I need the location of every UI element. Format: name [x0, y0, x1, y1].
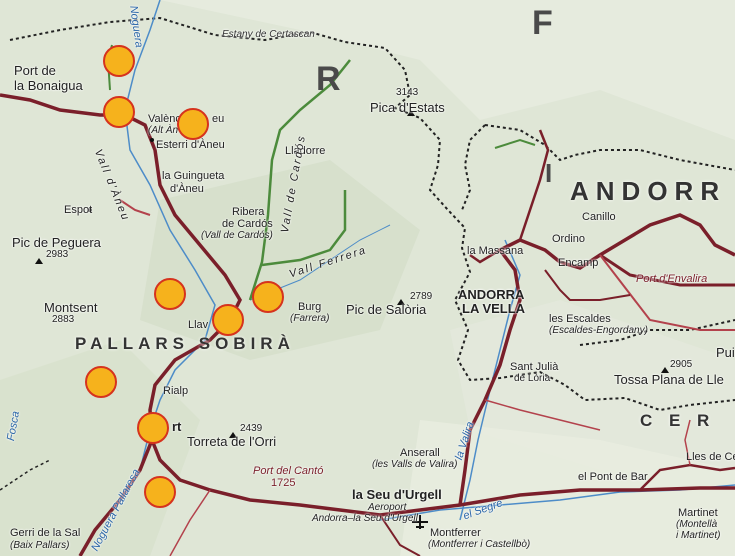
- label-montsent: Montsent: [44, 300, 98, 315]
- map-marker[interactable]: [144, 476, 176, 508]
- region-label-cerdanya: C E R: [640, 411, 716, 430]
- label-pic-peguera: Pic de Peguera: [12, 235, 101, 250]
- label-escaldes-sub: (Escaldes-Engordany): [549, 325, 648, 336]
- label-canillo: Canillo: [582, 211, 616, 223]
- label-pic-saloria: Pic de Salòria: [346, 302, 427, 317]
- label-esterri: Esterri d'Àneu: [156, 139, 225, 151]
- region-label-pallars: PALLARS SOBIRÀ: [75, 334, 295, 353]
- label-ribera-1: Ribera: [232, 206, 265, 218]
- label-valencia-aneu-tail: eu: [212, 113, 225, 125]
- label-martinet: Martinet: [678, 507, 718, 519]
- label-martinet-sub-2: i Martinet): [676, 530, 721, 541]
- national-border: [9, 16, 735, 412]
- label-montsent-alt: 2883: [52, 314, 75, 325]
- label-alt-aneu: (Alt Àn: [148, 125, 179, 136]
- country-label-f: F: [532, 4, 555, 42]
- label-la-massana: la Massana: [467, 245, 524, 257]
- label-sort: rt: [172, 419, 182, 434]
- label-tossa: Tossa Plana de Lle: [614, 372, 724, 387]
- label-port-canto: Port del Cantó: [253, 465, 324, 477]
- label-seu-urgell: la Seu d'Urgell: [352, 487, 442, 502]
- country-label-r: R: [316, 60, 343, 98]
- label-rialp: Rialp: [163, 385, 189, 397]
- label-torreta-alt: 2439: [240, 423, 263, 434]
- road-seu-andorra: [458, 213, 735, 506]
- label-montferrer: Montferrer: [430, 527, 481, 539]
- map-marker[interactable]: [212, 304, 244, 336]
- label-lles: Lles de Ce: [686, 451, 735, 463]
- country-label-i: I: [545, 158, 555, 188]
- map-marker[interactable]: [137, 412, 169, 444]
- label-pica-estats: Pica d'Estats: [370, 100, 445, 115]
- label-torreta: Torreta de l'Orri: [187, 434, 277, 449]
- map-marker[interactable]: [103, 45, 135, 77]
- label-andorra-vella-1: ANDORRA: [458, 287, 525, 302]
- label-guingueta-1: la Guingueta: [162, 170, 225, 182]
- label-sant-julia-2: de Lòria: [514, 373, 551, 384]
- map-marker[interactable]: [85, 366, 117, 398]
- green-route-cardos: [248, 59, 351, 301]
- label-ribera-2: de Cardós: [222, 218, 273, 230]
- road-secondary-peguera: [119, 199, 151, 216]
- label-ribera-sub: (Vall de Cardós): [201, 230, 273, 241]
- label-aeroport-2: Andorra–la Seu d'Urgell: [312, 513, 418, 524]
- label-montferrer-sub: (Montferrer i Castellbò): [428, 539, 531, 550]
- label-port-envalira: Port d'Envalira: [636, 273, 708, 285]
- label-port-canto-alt: 1725: [271, 477, 296, 489]
- label-pic-peguera-alt: 2983: [46, 249, 69, 260]
- label-burg: Burg: [298, 301, 322, 313]
- label-espot: Espot: [64, 204, 93, 216]
- label-tossa-alt: 2905: [670, 359, 693, 370]
- label-encamp: Encamp: [558, 257, 599, 269]
- road-main-pallars: [0, 93, 735, 517]
- label-anserall: Anserall: [400, 447, 440, 459]
- label-port-bonaigua-1: Port de: [14, 63, 56, 78]
- label-ordino: Ordino: [552, 233, 586, 245]
- label-anserall-sub: (les Valls de Valira): [372, 459, 458, 470]
- label-lladorre: Lladorre: [285, 145, 326, 157]
- label-escaldes: les Escaldes: [549, 313, 611, 325]
- label-gerri-1: Gerri de la Sal: [10, 527, 81, 539]
- label-port-bonaigua-2: la Bonaigua: [14, 78, 83, 93]
- label-pica-estats-alt: 3143: [396, 87, 419, 98]
- label-pont-de-bar: el Pont de Bar: [578, 471, 648, 483]
- green-route-ferrera: [261, 190, 347, 267]
- label-andorra-vella-2: LA VELLA: [462, 301, 526, 316]
- map-marker[interactable]: [252, 281, 284, 313]
- label-certascan: Estany de Certascan: [222, 29, 315, 40]
- map-marker[interactable]: [154, 278, 186, 310]
- map-marker[interactable]: [103, 96, 135, 128]
- label-llavorsi: Llav: [188, 319, 209, 331]
- label-valencia-aneu: Valènc: [148, 113, 181, 125]
- label-pui: Pui: [716, 345, 735, 360]
- label-sant-julia-1: Sant Julià: [510, 361, 559, 373]
- label-aeroport-1: Aeroport: [368, 502, 407, 513]
- label-martinet-sub-1: (Montellà: [676, 519, 718, 530]
- airport-icon: [412, 515, 428, 529]
- label-burg-sub: (Farrera): [290, 313, 330, 324]
- map-marker[interactable]: [177, 108, 209, 140]
- label-guingueta-2: d'Àneu: [170, 183, 204, 195]
- label-gerri-2: (Baix Pallars): [10, 540, 70, 551]
- region-label-andorra: ANDORR: [570, 176, 727, 206]
- label-pic-saloria-alt: 2789: [410, 291, 433, 302]
